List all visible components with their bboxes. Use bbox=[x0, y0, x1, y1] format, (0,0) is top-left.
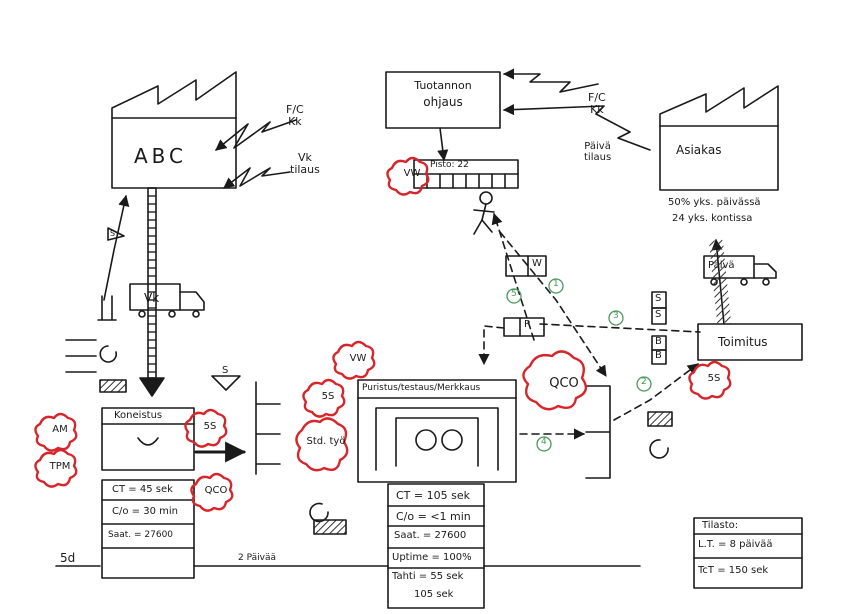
timeline-mid: 2 Päivää bbox=[238, 554, 276, 563]
kanban-s1-label: S bbox=[655, 294, 661, 305]
cycle-arrow-assembly bbox=[310, 503, 328, 521]
supplier-name: ABC bbox=[134, 146, 187, 167]
cycle-arrow-left bbox=[100, 346, 116, 362]
kanban-b2-label: B bbox=[655, 351, 662, 362]
assembly-label: Puristus/testaus/Merkkaus bbox=[362, 384, 480, 393]
order-left-line2: tilaus bbox=[290, 164, 320, 176]
machining-availability: Saat. = 27600 bbox=[108, 531, 173, 540]
production-control-label: Tuotannon ohjaus bbox=[398, 80, 488, 108]
electronic-info-flow-order bbox=[224, 168, 290, 188]
schedule-board-label: Pisto: 22 bbox=[430, 161, 469, 170]
summary-lead-time: L.T. = 8 päivää bbox=[698, 540, 773, 551]
hatch-right bbox=[648, 412, 672, 426]
assembly-takt-2: 105 sek bbox=[414, 590, 453, 601]
kaizen-5s-assembly: 5S bbox=[314, 391, 342, 402]
kanban-flow-p bbox=[484, 326, 504, 364]
forecast-label-right: F/C Kk bbox=[588, 92, 606, 115]
loop-1-label: 1 bbox=[553, 280, 559, 289]
info-flow-customer-order bbox=[504, 106, 650, 150]
loop-4-label: 4 bbox=[541, 438, 547, 447]
machining-label: Koneistus bbox=[114, 411, 162, 422]
kaizen-5s-shipping: 5S bbox=[700, 373, 728, 384]
buffer-shelf-center bbox=[586, 386, 610, 478]
forecast-left-line2: Kk bbox=[286, 116, 304, 128]
withdrawal-loop-left bbox=[104, 196, 126, 300]
kaizen-qco-machining: QCO bbox=[202, 485, 230, 496]
kanban-p-label: P bbox=[524, 320, 530, 331]
assembly-uptime: Uptime = 100% bbox=[392, 553, 472, 564]
assembly-availability: Saat. = 27600 bbox=[394, 531, 466, 542]
forecast-right-line1: F/C bbox=[588, 92, 606, 104]
order-label-right: Päivä tilaus bbox=[584, 142, 611, 163]
kanban-left-label: S bbox=[110, 230, 115, 238]
kanban-post-left bbox=[98, 296, 116, 320]
electronic-info-flow-forecast bbox=[216, 120, 296, 150]
order-right-line2: tilaus bbox=[584, 153, 611, 164]
forecast-right-line2: Kk bbox=[588, 104, 606, 116]
push-arrow-supplier bbox=[148, 188, 156, 378]
timeline-left: 5d bbox=[60, 552, 75, 565]
forecast-label-left: F/C Kk bbox=[286, 104, 304, 127]
assembly-ct: CT = 105 sek bbox=[396, 490, 470, 502]
kaizen-5s-machining: 5S bbox=[196, 421, 224, 432]
supplier-factory bbox=[112, 72, 236, 188]
customer-note-2: 24 yks. kontissa bbox=[672, 214, 752, 225]
assembly-takt: Tahti = 55 sek bbox=[392, 572, 463, 583]
customer-note-1: 50% yks. päivässä bbox=[668, 198, 761, 209]
kaizen-am: AM bbox=[46, 424, 74, 435]
info-flow-customer-forecast bbox=[504, 74, 598, 92]
supplier-truck bbox=[130, 284, 204, 317]
order-label-left: Vk tilaus bbox=[290, 152, 320, 175]
order-left-line1: Vk bbox=[290, 152, 320, 164]
hatch-assembly bbox=[314, 520, 346, 534]
kaizen-tpm: TPM bbox=[46, 461, 74, 472]
kaizen-vw-assembly: VW bbox=[344, 353, 372, 364]
customer-name: Asiakas bbox=[676, 144, 722, 157]
machining-co: C/o = 30 min bbox=[112, 507, 178, 518]
kaizen-qco-assembly: QCO bbox=[544, 376, 584, 391]
order-right-line1: Päivä bbox=[584, 142, 611, 153]
kanban-s2-label: S bbox=[655, 310, 661, 321]
stock-shelf-left bbox=[66, 340, 96, 372]
supermarket-triangle bbox=[212, 376, 240, 390]
loop-5-label: 5 bbox=[511, 290, 517, 299]
production-control-line1: Tuotannon bbox=[398, 80, 488, 92]
loop-2-label: 2 bbox=[641, 378, 647, 387]
assembly-co: C/o = <1 min bbox=[396, 511, 471, 523]
forecast-left-line1: F/C bbox=[286, 104, 304, 116]
kaizen-std-work: Std. työ bbox=[306, 436, 346, 447]
kanban-flow-3 bbox=[540, 324, 700, 332]
push-arrow-head bbox=[140, 378, 164, 396]
operator-figure bbox=[474, 192, 494, 234]
kanban-b1-label: B bbox=[655, 337, 662, 348]
hatch-left bbox=[100, 380, 126, 392]
supermarket-shelf bbox=[256, 382, 280, 474]
supplier-truck-label: Vk bbox=[144, 292, 159, 305]
supermarket-label: S bbox=[222, 366, 228, 377]
kaizen-vw-top: VW bbox=[398, 168, 426, 179]
summary-title: Tilasto: bbox=[702, 521, 738, 532]
control-to-board-arrow bbox=[440, 128, 444, 160]
shipping-label: Toimitus bbox=[718, 336, 768, 349]
customer-factory bbox=[660, 86, 778, 190]
production-control-line2: ohjaus bbox=[398, 96, 488, 109]
kanban-w-label: W bbox=[532, 259, 542, 270]
loop-3-label: 3 bbox=[613, 312, 619, 321]
summary-tct: TcT = 150 sek bbox=[698, 566, 768, 577]
machining-ct: CT = 45 sek bbox=[112, 485, 173, 496]
customer-truck-label: Päivä bbox=[708, 261, 735, 272]
cycle-arrow-right bbox=[650, 440, 668, 458]
